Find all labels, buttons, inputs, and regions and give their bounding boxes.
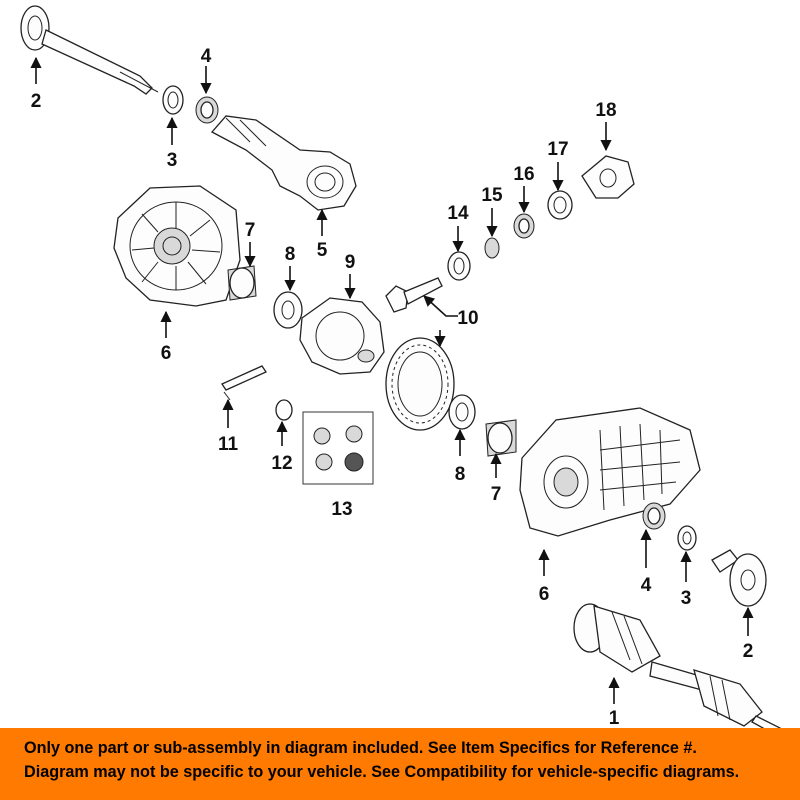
callout-4-lower: 4 [641, 575, 652, 596]
ring-gear [385, 337, 455, 431]
callout-5: 5 [317, 240, 328, 261]
yoke [581, 155, 635, 199]
shim-left [273, 291, 303, 329]
callout-11: 11 [218, 434, 239, 455]
parts-diagram: 2 3 4 5 6 7 8 9 10 11 12 13 14 15 16 17 … [20, 5, 782, 728]
pinion-gear [385, 277, 443, 313]
callout-9: 9 [345, 252, 356, 273]
gear-kit-box [302, 411, 374, 485]
housing-right [519, 407, 701, 537]
callout-6-right: 6 [539, 584, 550, 605]
axle-tube [210, 115, 357, 211]
stub-shaft-flange [711, 549, 767, 607]
washer [275, 399, 293, 421]
callout-7-right: 7 [491, 484, 502, 505]
callout-8-right: 8 [455, 464, 466, 485]
callout-8-left: 8 [285, 244, 296, 265]
callout-arrows [30, 56, 754, 704]
crush-sleeve [484, 237, 500, 259]
callout-7-left: 7 [245, 220, 256, 241]
bearing-top [195, 96, 219, 124]
differential-case [299, 297, 385, 375]
callout-12: 12 [271, 453, 292, 474]
disclaimer-banner: Only one part or sub-assembly in diagram… [0, 728, 800, 800]
pinion-bearing [513, 213, 535, 239]
axle-shaft-top [20, 5, 159, 95]
callout-13: 13 [331, 499, 352, 520]
lock-strip [221, 365, 267, 401]
callout-labels: 2 3 4 5 6 7 8 9 10 11 12 13 14 15 16 17 … [31, 46, 754, 728]
seal-top [162, 85, 184, 115]
shim-right [448, 394, 476, 430]
bearing-right [485, 419, 517, 457]
callout-10: 10 [457, 308, 478, 329]
callout-3-top: 3 [167, 150, 178, 171]
pinion-seal [547, 190, 573, 220]
disclaimer-line-2: Diagram may not be specific to your vehi… [24, 763, 740, 781]
callout-3-lower: 3 [681, 588, 692, 609]
callout-6-left: 6 [161, 343, 172, 364]
callout-16: 16 [513, 164, 534, 185]
disclaimer-line-1: Only one part or sub-assembly in diagram… [24, 739, 697, 757]
half-shaft [573, 603, 782, 728]
callout-18: 18 [595, 100, 616, 121]
bearing-lower [642, 502, 666, 530]
callout-1: 1 [609, 708, 620, 728]
callout-14: 14 [447, 203, 469, 224]
callout-2-top: 2 [31, 91, 42, 112]
housing-cover-left [113, 185, 241, 307]
callout-17: 17 [547, 139, 568, 160]
callout-4-top: 4 [201, 46, 212, 67]
bearing-left [227, 265, 257, 301]
bearing-race-14 [447, 251, 471, 281]
callout-15: 15 [481, 185, 503, 206]
seal-lower [677, 525, 697, 551]
callout-2-lower: 2 [743, 641, 754, 662]
